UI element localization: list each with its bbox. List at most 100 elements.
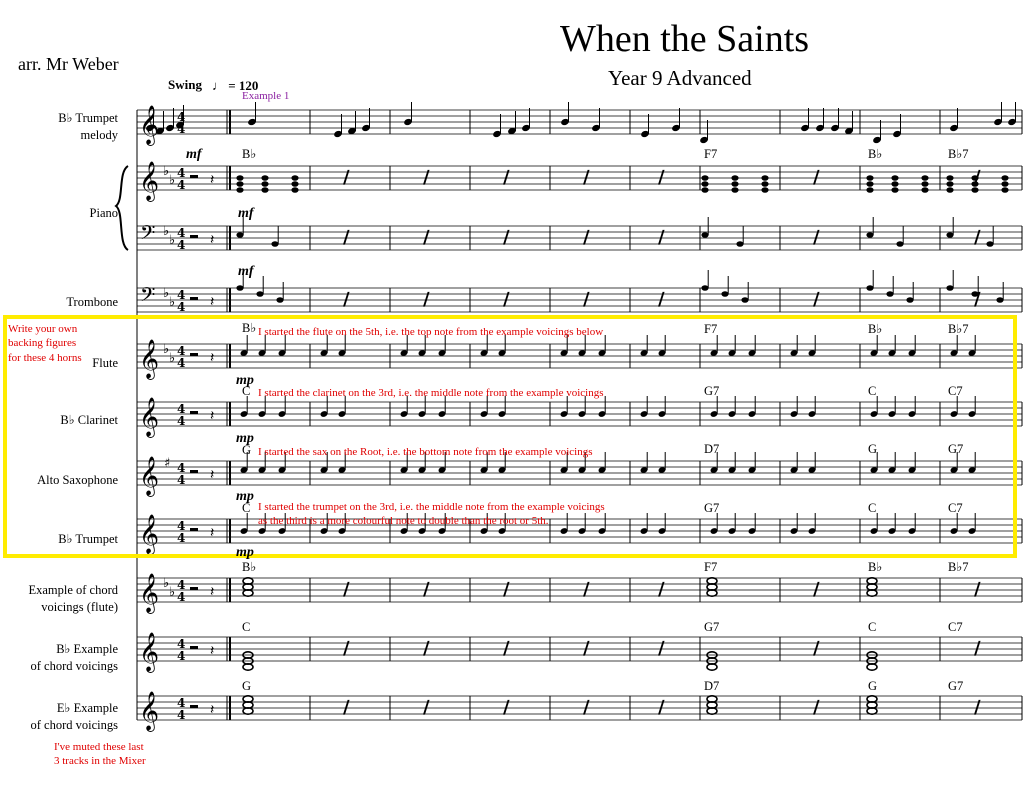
notehead <box>156 127 164 135</box>
time-sig-icon: 4 <box>177 344 185 358</box>
rest-icon <box>190 528 198 531</box>
repeat-measure-icon: ∕ <box>503 638 510 659</box>
whole-note <box>866 706 878 715</box>
notehead <box>258 350 266 356</box>
repeat-measure-icon: ∕ <box>813 167 820 188</box>
notehead <box>338 411 346 417</box>
flat-icon: ♭ <box>169 173 175 188</box>
rest-icon: 𝄽 <box>210 584 214 600</box>
notehead <box>866 285 874 291</box>
chord-sax-4: C7 <box>948 501 963 515</box>
notehead <box>748 350 756 356</box>
notehead <box>701 285 709 291</box>
notehead <box>240 528 248 534</box>
notehead <box>921 175 929 181</box>
rest-icon: 𝄽 <box>210 294 214 310</box>
time-sig-icon: 4 <box>177 226 185 240</box>
chord-trombone-2: F7 <box>704 322 718 336</box>
time-sig-icon: 4 <box>177 300 185 314</box>
notehead <box>790 528 798 534</box>
whole-note <box>242 588 254 597</box>
repeat-measure-icon: ∕ <box>658 638 665 659</box>
notehead <box>418 528 426 534</box>
instrument-name-trombone: Trombone <box>66 295 118 309</box>
notehead <box>338 350 346 356</box>
notehead <box>946 175 954 181</box>
notehead <box>748 411 756 417</box>
flat-icon: ♭ <box>163 576 169 591</box>
notehead <box>480 467 488 473</box>
sharp-icon: ♯ <box>164 456 170 471</box>
notehead <box>968 411 976 417</box>
flat-icon: ♭ <box>163 164 169 179</box>
notehead <box>873 136 881 144</box>
rest-icon <box>190 353 198 356</box>
notehead <box>950 467 958 473</box>
horn-section-highlight <box>3 315 1017 558</box>
time-sig-icon: 4 <box>177 122 185 136</box>
chord-clarinet-1: G <box>242 443 252 457</box>
notehead <box>258 411 266 417</box>
notehead <box>968 350 976 356</box>
notehead <box>728 528 736 534</box>
chord-sax-1: C <box>242 501 251 515</box>
notehead <box>560 467 568 473</box>
notehead <box>886 291 894 297</box>
notehead <box>1008 118 1016 126</box>
notehead <box>761 187 769 193</box>
notehead <box>261 175 269 181</box>
repeat-measure-icon: ∕ <box>583 579 590 600</box>
notehead <box>498 528 506 534</box>
repeat-measure-icon: ∕ <box>813 638 820 659</box>
notehead <box>921 181 929 187</box>
notehead <box>404 118 412 126</box>
chord-exflute-4: C7 <box>948 620 963 634</box>
chord-exflute-3: C <box>868 620 877 634</box>
flat-icon: ♭ <box>169 233 175 248</box>
notehead <box>946 181 954 187</box>
notehead <box>896 241 904 247</box>
notehead <box>338 467 346 473</box>
chord-exbb-4: G7 <box>948 679 964 693</box>
notehead <box>790 350 798 356</box>
repeat-measure-icon: ∕ <box>658 697 665 718</box>
notehead <box>888 411 896 417</box>
notehead <box>950 411 958 417</box>
repeat-measure-icon: ∕ <box>343 227 350 248</box>
notehead <box>362 124 370 132</box>
flat-icon: ♭ <box>169 295 175 310</box>
chord-clarinet-2: D7 <box>704 442 720 456</box>
notehead <box>438 528 446 534</box>
notehead <box>986 241 994 247</box>
notehead <box>320 528 328 534</box>
rest-icon: 𝄽 <box>210 172 214 188</box>
treble-clef-icon: 𝄞 <box>139 456 159 497</box>
notehead <box>866 175 874 181</box>
notehead <box>560 411 568 417</box>
notehead <box>946 187 954 193</box>
notehead <box>710 411 718 417</box>
chord-trumpet-section-3: B♭ <box>868 560 883 574</box>
notehead <box>710 350 718 356</box>
notehead <box>641 130 649 138</box>
time-sig-icon: 4 <box>177 110 185 124</box>
time-sig-icon: 4 <box>177 708 185 722</box>
notehead <box>438 467 446 473</box>
time-sig-icon: 4 <box>177 288 185 302</box>
notehead <box>908 350 916 356</box>
notehead <box>334 130 342 138</box>
piano-brace <box>114 165 129 251</box>
notehead <box>598 528 606 534</box>
notehead <box>236 181 244 187</box>
repeat-measure-icon: ∕ <box>974 289 981 310</box>
notehead <box>816 124 824 132</box>
repeat-measure-icon: ∕ <box>583 227 590 248</box>
tempo-marking: ♩ = 120 <box>212 78 259 93</box>
rest-icon <box>190 175 198 178</box>
instrument-name-clarinet: B♭ Clarinet <box>60 413 118 427</box>
repeat-measure-icon: ∕ <box>423 697 430 718</box>
repeat-measure-icon: ∕ <box>343 579 350 600</box>
notehead <box>320 350 328 356</box>
rest-icon <box>190 411 198 414</box>
notehead <box>240 350 248 356</box>
